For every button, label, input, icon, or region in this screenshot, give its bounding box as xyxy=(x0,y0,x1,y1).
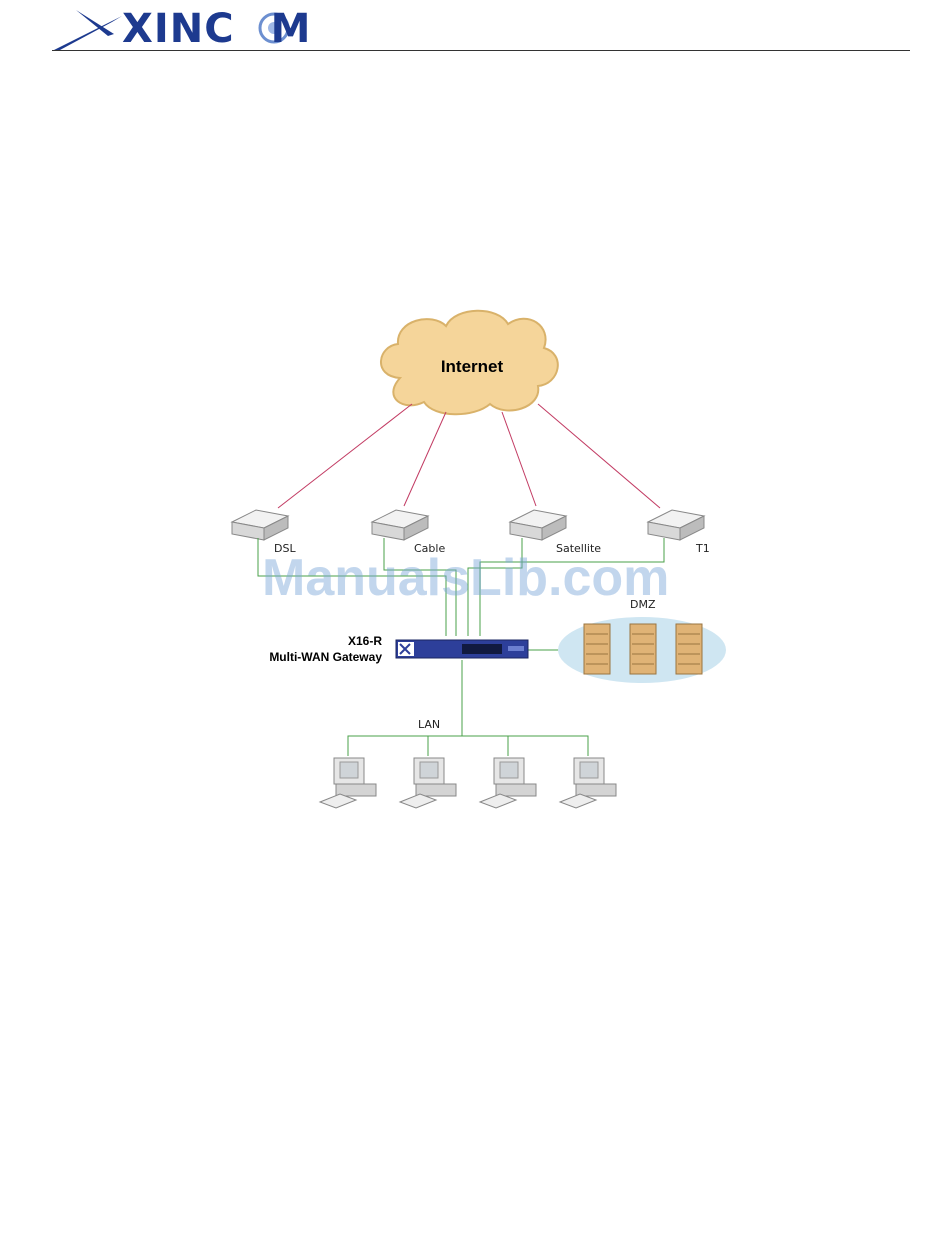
modem-satellite-icon xyxy=(510,510,566,540)
brand-text: XINC xyxy=(122,6,235,52)
header-divider xyxy=(52,50,910,51)
lan-bus xyxy=(348,736,588,756)
watermark: ManualsLib.com xyxy=(262,548,669,608)
brand-wordmark: XINC M xyxy=(122,6,311,52)
wan-link-t1 xyxy=(538,404,660,508)
xincom-logo: XINC M xyxy=(52,4,322,52)
server-icon-2 xyxy=(630,624,656,674)
gateway-device-icon xyxy=(396,640,528,658)
internet-label: Internet xyxy=(441,357,504,376)
computer-icon-3 xyxy=(480,758,536,808)
computer-icon-1 xyxy=(320,758,376,808)
brand-text-tail: M xyxy=(271,6,312,52)
modem-dsl-icon xyxy=(232,510,288,540)
server-icon-3 xyxy=(676,624,702,674)
wan-link-cable xyxy=(404,412,446,506)
lan-label: LAN xyxy=(418,718,440,731)
modem-label-t1: T1 xyxy=(695,542,710,555)
wan-link-satellite xyxy=(502,412,536,506)
computer-icon-4 xyxy=(560,758,616,808)
server-icon-1 xyxy=(584,624,610,674)
wan-links xyxy=(278,404,660,508)
wan-link-dsl xyxy=(278,404,412,508)
gateway-name-label: Multi-WAN Gateway xyxy=(269,650,382,664)
modem-t1-icon xyxy=(648,510,704,540)
computer-icon-2 xyxy=(400,758,456,808)
modem-cable-icon xyxy=(372,510,428,540)
gateway-model-label: X16-R xyxy=(348,634,382,648)
